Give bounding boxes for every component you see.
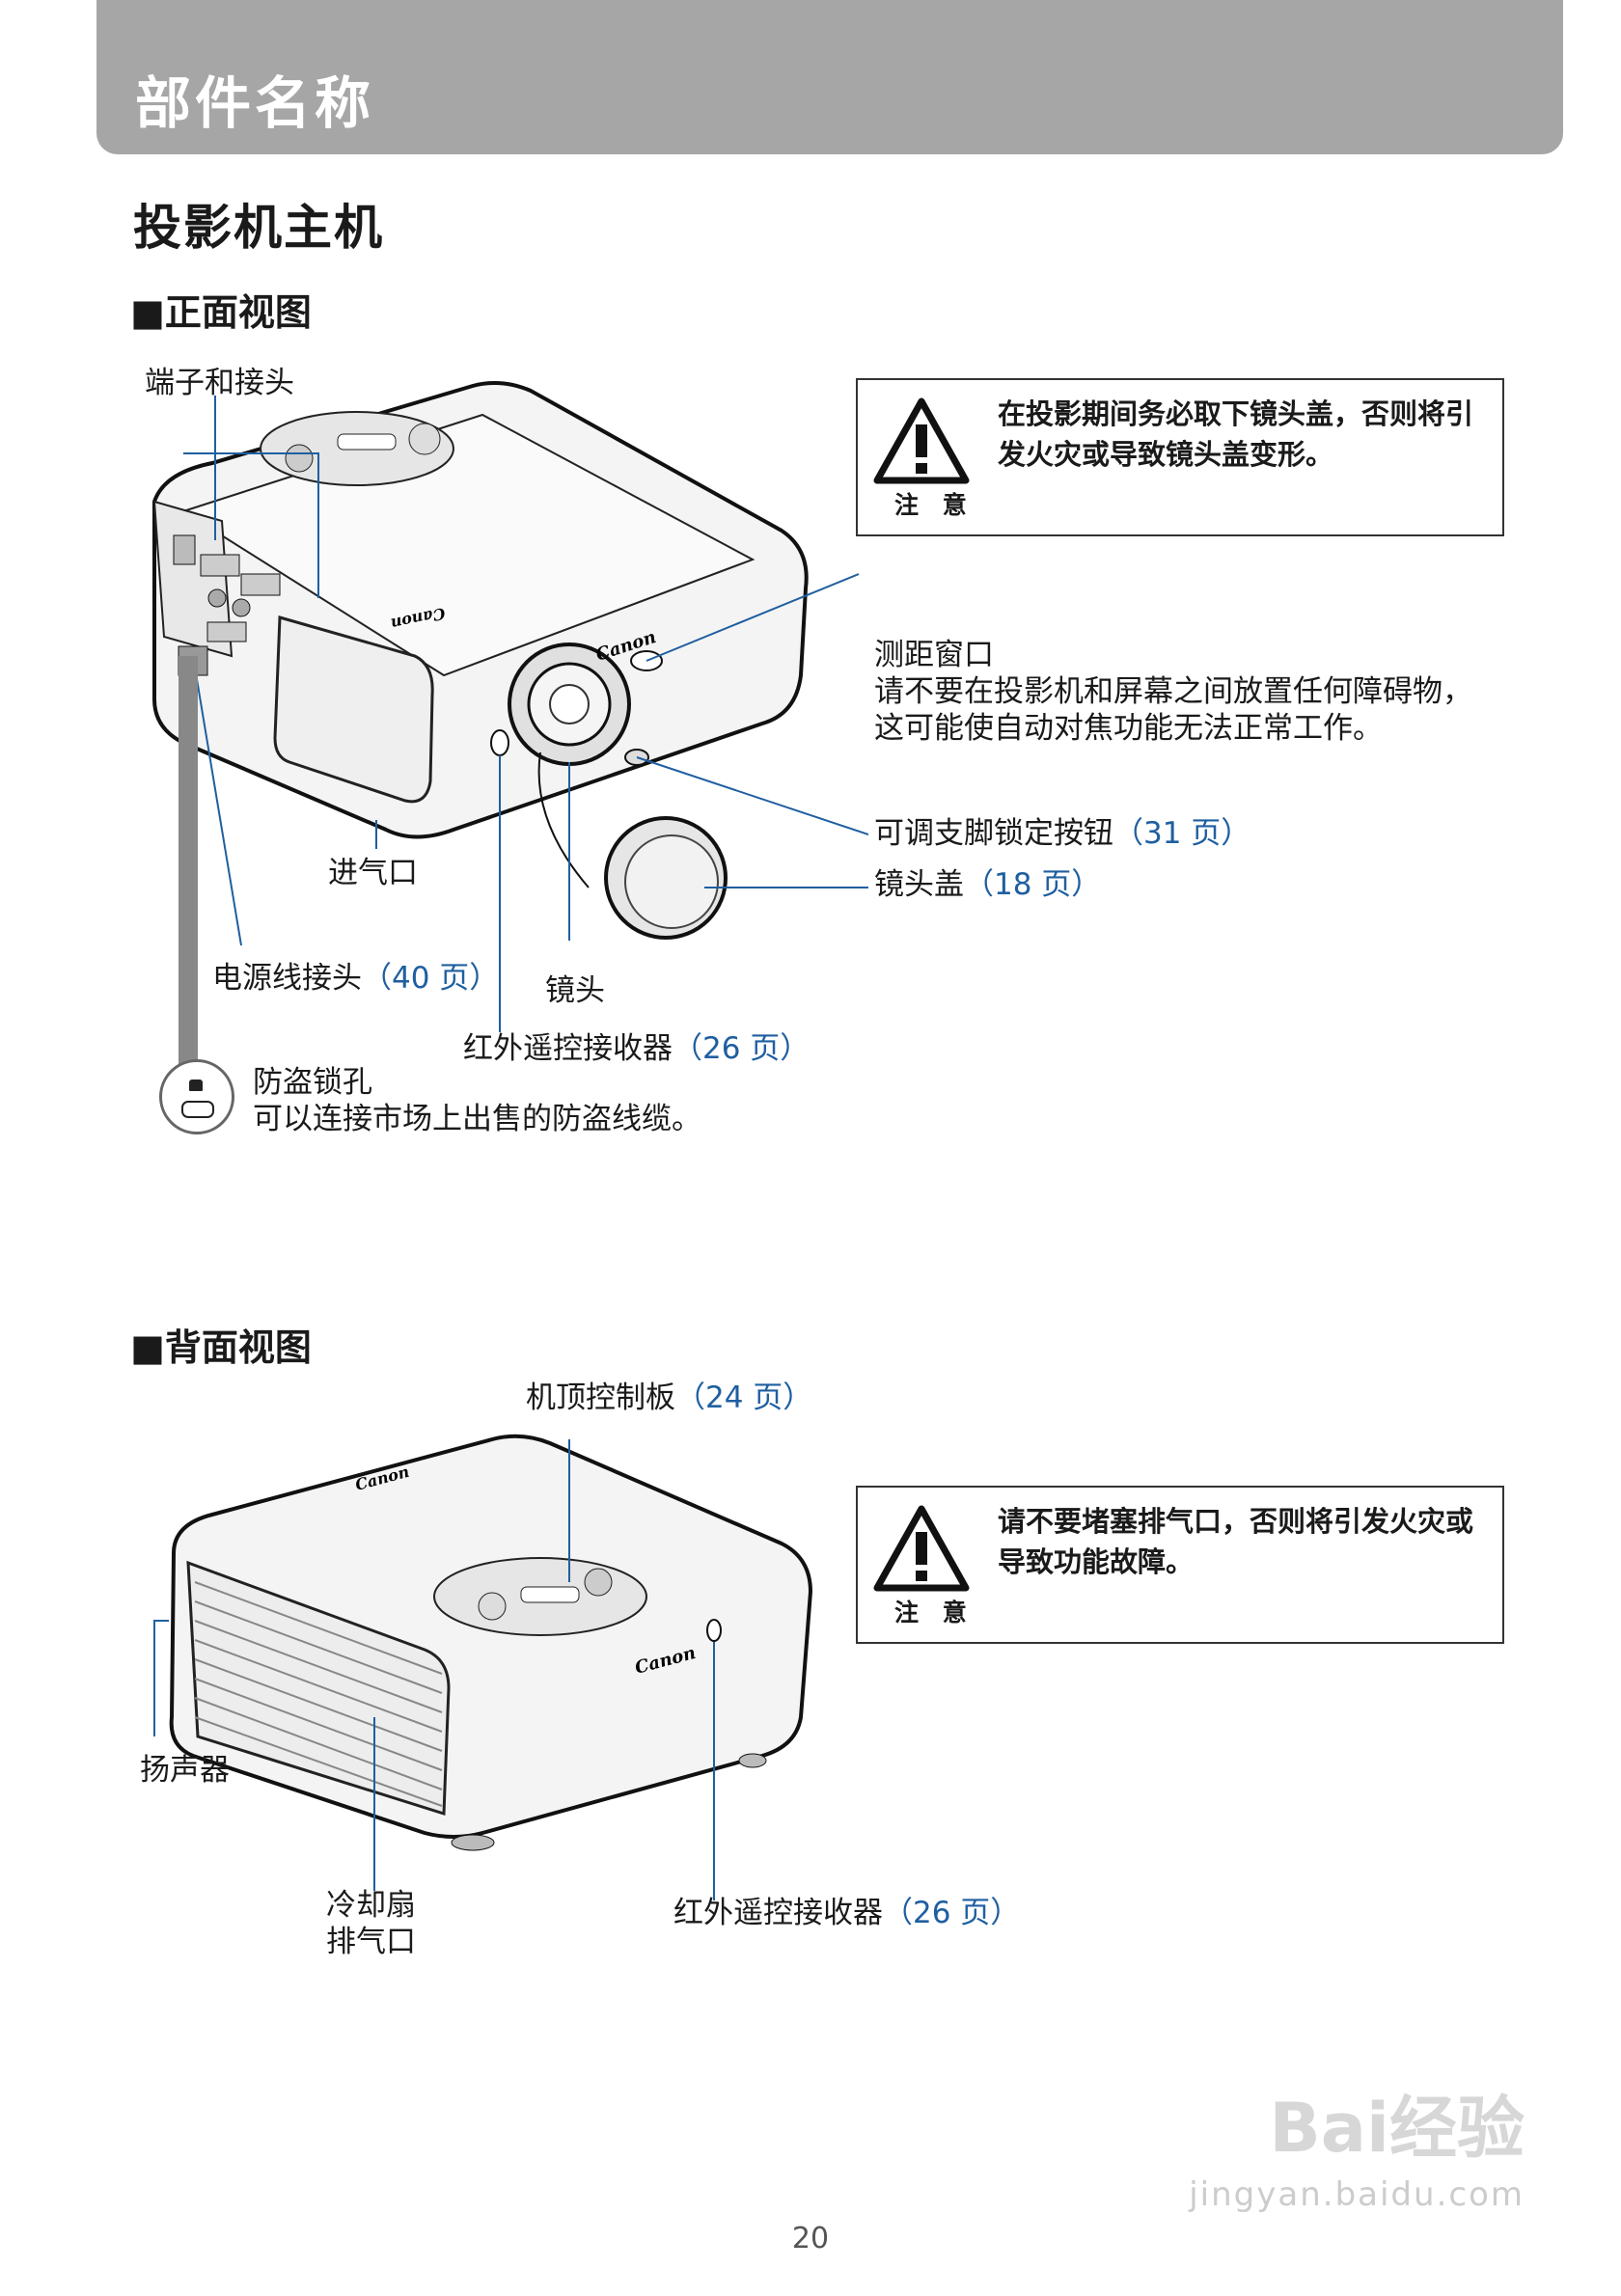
label-fan: 冷却扇 <box>326 1887 416 1924</box>
label-air-intake: 进气口 <box>328 855 418 891</box>
label-exhaust: 排气口 <box>326 1924 416 1960</box>
watermark-url: jingyan.baidu.com <box>1189 2175 1525 2214</box>
warning-triangle-icon <box>873 1505 970 1594</box>
caution-label-front: 注 意 <box>894 486 975 521</box>
label-ir-receiver-back: 红外遥控接收器（26 页） <box>673 1895 1020 1931</box>
section-title: 投影机主机 <box>133 189 384 259</box>
label-antitheft-desc: 可以连接市场上出售的防盗线缆。 <box>253 1101 701 1137</box>
page-number: 20 <box>0 2222 1621 2255</box>
link-ir-page-front[interactable]: （26 页） <box>673 1031 810 1066</box>
label-ranging-desc-1: 请不要在投影机和屏幕之间放置任何障碍物， <box>874 673 1472 710</box>
projector-back-illustration: Canon Canon <box>135 1428 830 1949</box>
label-power-connector: 电源线接头（40 页） <box>212 960 499 997</box>
page-header-title: 部件名称 <box>135 58 374 139</box>
caution-box-front: 注 意 在投影期间务必取下镜头盖，否则将引 发火灾或导致镜头盖变形。 <box>856 378 1504 536</box>
link-power-page[interactable]: （40 页） <box>362 961 499 996</box>
label-speaker: 扬声器 <box>140 1752 230 1789</box>
label-antitheft-title: 防盗锁孔 <box>253 1064 372 1101</box>
caution-text-back: 请不要堵塞排气口，否则将引发火灾或 导致功能故障。 <box>998 1501 1473 1582</box>
caution-text-front: 在投影期间务必取下镜头盖，否则将引 发火灾或导致镜头盖变形。 <box>998 394 1473 475</box>
label-lens: 镜头 <box>545 972 605 1009</box>
label-terminals: 端子和接头 <box>145 365 294 401</box>
label-foot-lock: 可调支脚锁定按钮（31 页） <box>874 815 1250 852</box>
label-lens-cap: 镜头盖（18 页） <box>874 866 1101 903</box>
watermark-logo: Bai经验 <box>1269 2074 1525 2172</box>
front-view-heading: ■正面视图 <box>130 283 312 336</box>
link-foot-lock-page[interactable]: （31 页） <box>1113 816 1250 851</box>
label-top-panel: 机顶控制板（24 页） <box>526 1380 812 1416</box>
back-view-heading: ■背面视图 <box>130 1318 312 1371</box>
link-lens-cap-page[interactable]: （18 页） <box>964 867 1101 902</box>
link-top-panel-page[interactable]: （24 页） <box>675 1380 812 1415</box>
label-ranging-desc-2: 这可能使自动对焦功能无法正常工作。 <box>874 710 1383 747</box>
label-ranging-window: 测距窗口 <box>874 637 994 673</box>
warning-triangle-icon <box>873 397 970 486</box>
caution-label-back: 注 意 <box>894 1594 975 1628</box>
caution-box-back: 注 意 请不要堵塞排气口，否则将引发火灾或 导致功能故障。 <box>856 1486 1504 1644</box>
link-ir-page-back[interactable]: （26 页） <box>883 1896 1020 1930</box>
label-ir-receiver-front: 红外遥控接收器（26 页） <box>463 1030 810 1067</box>
antitheft-lock-icon <box>159 1059 234 1134</box>
